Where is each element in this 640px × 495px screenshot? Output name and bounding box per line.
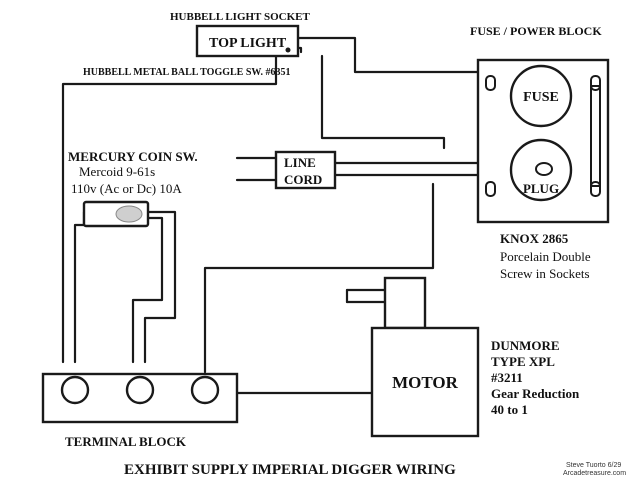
motor-caption-4: Gear Reduction [491, 386, 580, 401]
fuse-block-caption-2: Porcelain Double [500, 249, 591, 264]
wire-coin-outer [73, 210, 86, 364]
switch-box-header: HUBBELL LIGHT SOCKET [170, 11, 310, 23]
line-cord-label-2: CORD [284, 172, 322, 187]
terminal-block: TERMINAL BLOCK [41, 372, 239, 449]
screw-bottom-right [590, 181, 601, 197]
switch-box: HUBBELL LIGHT SOCKET TOP LIGHT HUBBELL M… [83, 11, 310, 78]
top-light-label: TOP LIGHT [209, 36, 287, 51]
line-cord-box [274, 150, 337, 190]
motor-gearbox [383, 276, 427, 330]
wires [61, 36, 547, 395]
wire-coin-inner [131, 216, 164, 364]
mercury-bulb [115, 205, 143, 223]
coin-switch-header: MERCURY COIN SW. [68, 149, 198, 164]
wire-block-to-terminal-right [203, 182, 435, 374]
motor: MOTOR DUNMORE TYPE XPL #3211 Gear Reduct… [370, 276, 580, 438]
bus-bar [590, 85, 601, 187]
terminal-block-label: TERMINAL BLOCK [65, 434, 187, 449]
terminal-1 [60, 375, 90, 405]
motor-body [370, 326, 480, 438]
fuse-block-header: FUSE / POWER BLOCK [470, 24, 602, 38]
fuse-label: FUSE [523, 90, 559, 105]
motor-caption-3: #3211 [491, 370, 523, 385]
credit-line-1: Steve Tuorto 6/29 [566, 462, 621, 469]
line-cord-label-1: LINE [284, 155, 316, 170]
fuse-socket [509, 64, 573, 128]
credit-line-2: Arcadetreasure.com [563, 470, 626, 477]
motor-label: MOTOR [392, 373, 459, 392]
coin-switch: MERCURY COIN SW. Mercoid 9-61s 110v (Ac … [68, 149, 198, 228]
wire-coin-right [143, 210, 177, 364]
plug-center [535, 162, 553, 176]
terminal-3 [190, 375, 220, 405]
screw-bottom-left [485, 181, 496, 197]
motor-caption-1: DUNMORE [491, 338, 560, 353]
fuse-block-caption-3: Screw in Sockets [500, 266, 590, 281]
coin-switch-line-2: 110v (Ac or Dc) 10A [71, 181, 182, 196]
motor-caption-5: 40 to 1 [491, 402, 528, 417]
terminal-2 [125, 375, 155, 405]
wire-switch-to-terminal-left [61, 54, 278, 364]
screw-top-left [485, 75, 496, 91]
top-light-box [195, 24, 300, 58]
fuse-block-caption-1: KNOX 2865 [500, 231, 569, 246]
diagram-title: EXHIBIT SUPPLY IMPERIAL DIGGER WIRING [124, 462, 456, 478]
plug-label: PLUG [523, 181, 559, 196]
switch-box-footer: HUBBELL METAL BALL TOGGLE SW. #6351 [83, 67, 290, 78]
wire-switch-to-block-mid [320, 54, 446, 150]
coin-switch-line-1: Mercoid 9-61s [79, 164, 155, 179]
toggle-pivot [285, 47, 291, 53]
screw-top-right [590, 75, 601, 91]
line-cord: LINE CORD [274, 150, 337, 190]
motor-caption-2: TYPE XPL [491, 354, 555, 369]
wire-switch-to-fuse-top [296, 36, 492, 84]
fuse-block: FUSE / POWER BLOCK FUSE PLUG KNOX 2865 P… [470, 24, 610, 281]
